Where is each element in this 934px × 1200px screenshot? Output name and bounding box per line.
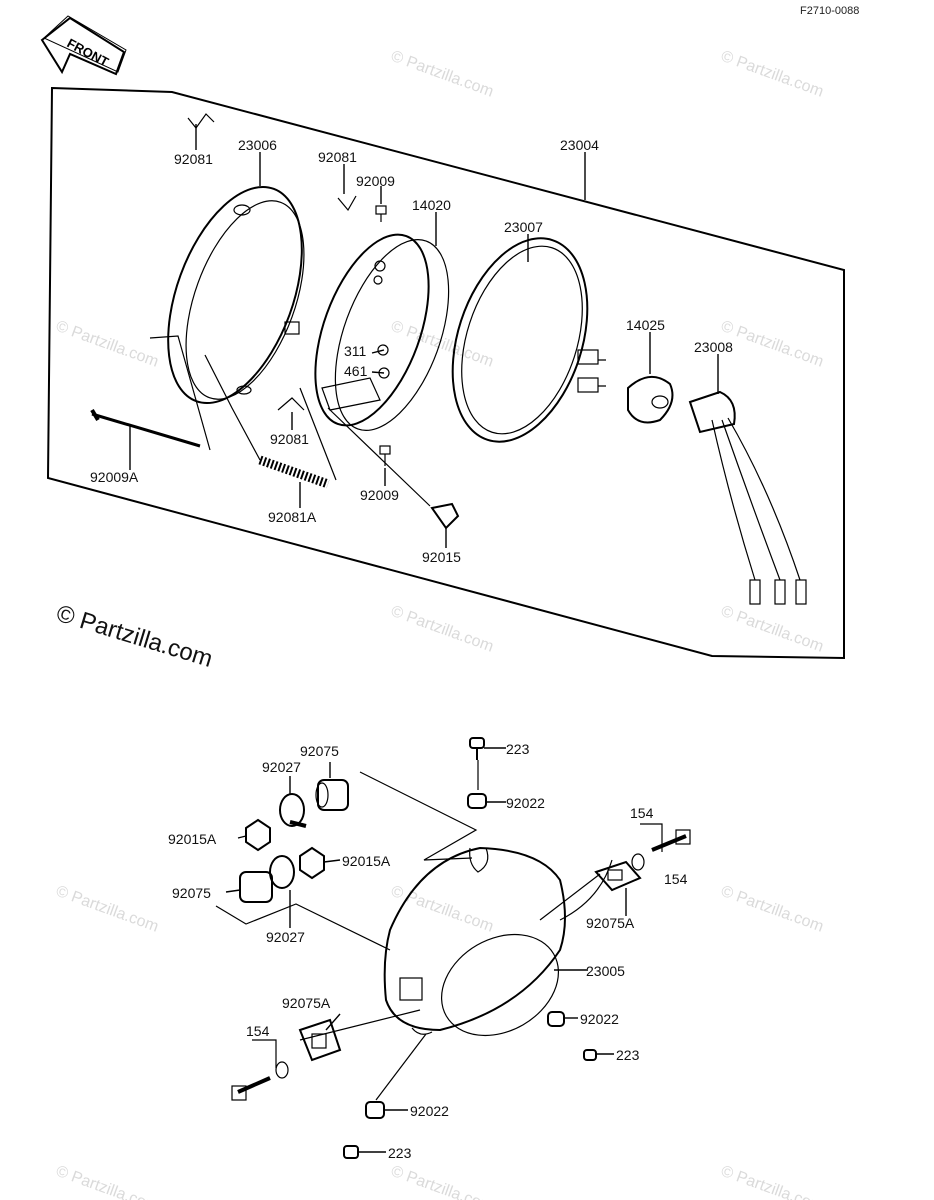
part-label: 92081 [174, 151, 213, 167]
grommet-92075A-right [594, 860, 642, 892]
part-label: 223 [388, 1145, 412, 1161]
part-label: 92027 [262, 759, 301, 775]
watermark: © Partzilla.com [389, 883, 496, 936]
part-label: 23004 [560, 137, 599, 153]
watermarks: © Partzilla.com © Partzilla.com © Partzi… [54, 48, 826, 1200]
part-label: 92075 [300, 743, 339, 759]
watermark: © Partzilla.com [719, 48, 826, 101]
nut-92015A-left [245, 818, 271, 852]
reference-code: F2710-0088 [800, 5, 859, 17]
part-label: 311 [344, 343, 367, 359]
collar-92022-bottom [365, 1101, 385, 1119]
watermark: © Partzilla.com [54, 318, 161, 371]
part-label: 92009 [356, 173, 395, 189]
watermark: © Partzilla.com [389, 603, 496, 656]
grommet-92075A-left [298, 1018, 342, 1062]
part-label: 223 [506, 741, 530, 757]
bolt-154-right [631, 829, 691, 871]
watermark: © Partzilla.com [719, 318, 826, 371]
sealed-beam-unit-23007 [451, 237, 606, 443]
part-label: 92022 [410, 1103, 449, 1119]
part-label: 461 [344, 363, 368, 379]
part-label: 154 [664, 871, 688, 887]
part-label: 92075 [172, 885, 211, 901]
part-label: 23007 [504, 219, 543, 235]
screw-92009-top [375, 205, 387, 222]
watermark: © Partzilla.com [389, 48, 496, 101]
part-label: 23006 [238, 137, 277, 153]
copyright-text: © Partzilla.com [53, 600, 216, 673]
collar-92022-right [547, 1011, 565, 1027]
bottom-part-labels: 92075 92027 223 92022 92015A 92015A 9207… [168, 741, 688, 1161]
top-part-labels: 92081 23006 92081 92009 14020 23004 2300… [90, 137, 733, 565]
front-arrow-icon: FRONT [40, 15, 127, 76]
part-label: 92009 [360, 487, 399, 503]
watermark: © Partzilla.com [54, 883, 161, 936]
screw-92009-low [379, 445, 391, 466]
headlight-rim-23006 [167, 185, 305, 405]
part-label: 92015 [422, 549, 461, 565]
clip-92081-mid [337, 195, 357, 212]
part-label: 92075A [586, 915, 635, 931]
bracket-92015 [430, 502, 460, 530]
nut-92015A-right [299, 846, 325, 880]
part-label: 92081A [268, 509, 317, 525]
leader-lines-top [129, 124, 719, 548]
watermark: © Partzilla.com [389, 1163, 496, 1200]
bolt-154-left [231, 1061, 289, 1101]
part-label: 14025 [626, 317, 665, 333]
leader-lines-bottom [215, 747, 663, 1153]
watermark: © Partzilla.com [719, 603, 826, 656]
clip-92081-top [187, 113, 215, 129]
headlight-case-23005 [383, 846, 613, 1037]
spring-92081A [258, 455, 330, 489]
headlight-housing-14020 [314, 233, 450, 431]
socket-cover-14025 [627, 376, 674, 424]
part-label: 23008 [694, 339, 733, 355]
washer-92027-low [269, 855, 295, 889]
part-label: 223 [616, 1047, 640, 1063]
socket-wiring-23008 [688, 390, 807, 605]
part-label: 92075A [282, 995, 331, 1011]
watermark: © Partzilla.com [54, 1163, 161, 1200]
watermark: © Partzilla.com [719, 1163, 826, 1200]
part-label: 92081 [318, 149, 357, 165]
part-label: 14020 [412, 197, 451, 213]
part-label: 92027 [266, 929, 305, 945]
part-label: 154 [246, 1023, 270, 1039]
assembly-23004-frame [46, 86, 845, 660]
part-label: 92015A [168, 831, 217, 847]
part-label: 23005 [586, 963, 625, 979]
part-label: 92022 [506, 795, 545, 811]
part-label: 92022 [580, 1011, 619, 1027]
screw-223-top [469, 737, 485, 760]
part-label: 92009A [90, 469, 139, 485]
adjuster-92075-top [315, 779, 349, 811]
collar-92022-top [467, 793, 487, 809]
watermark: © Partzilla.com [719, 883, 826, 936]
screw-223-right [583, 1049, 597, 1061]
adjuster-92075-low [239, 871, 273, 903]
watermark: © Partzilla.com [389, 318, 496, 371]
adjust-screw-92009A [90, 408, 201, 448]
part-label: 154 [630, 805, 654, 821]
part-label: 92015A [342, 853, 391, 869]
part-label: 92081 [270, 431, 309, 447]
clip-92081-low [277, 397, 305, 411]
washer-92027-top [279, 793, 307, 828]
screw-223-bottom [343, 1145, 359, 1159]
